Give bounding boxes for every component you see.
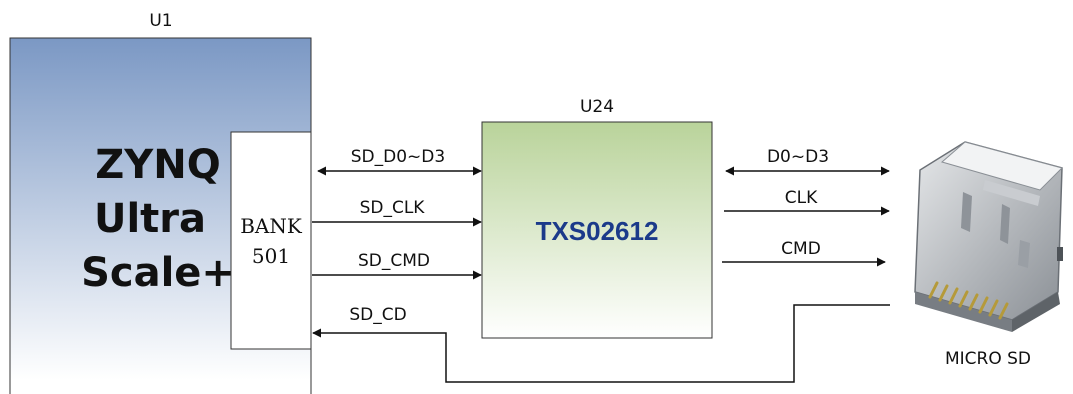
bank-501-block (230, 131, 312, 350)
signal-d0-d3: D0~D3 (767, 147, 829, 167)
u1-ref-label: U1 (149, 11, 172, 31)
signal-sd-cmd: SD_CMD (358, 251, 430, 271)
u24-txs02612-block (481, 121, 713, 339)
signal-clk: CLK (785, 188, 818, 208)
u24-part-number: TXS02612 (536, 216, 659, 246)
zynq-title-line-3: Scale+ (81, 250, 235, 296)
micro-sd-socket-icon (914, 141, 1063, 332)
zynq-title-line-1: ZYNQ (95, 142, 220, 188)
micro-sd-label: MICRO SD (945, 349, 1031, 369)
bank-label-line-2: 501 (252, 244, 290, 268)
signal-sd-cd: SD_CD (349, 305, 406, 325)
signal-cmd: CMD (781, 239, 821, 259)
bank-label-line-1: BANK (240, 214, 303, 238)
signal-sd-clk: SD_CLK (360, 198, 426, 218)
signal-sd-d0-d3: SD_D0~D3 (351, 147, 445, 167)
sd-cd-line (312, 304, 890, 383)
u24-ref-label: U24 (580, 97, 614, 117)
zynq-title-line-2: Ultra (94, 196, 206, 242)
